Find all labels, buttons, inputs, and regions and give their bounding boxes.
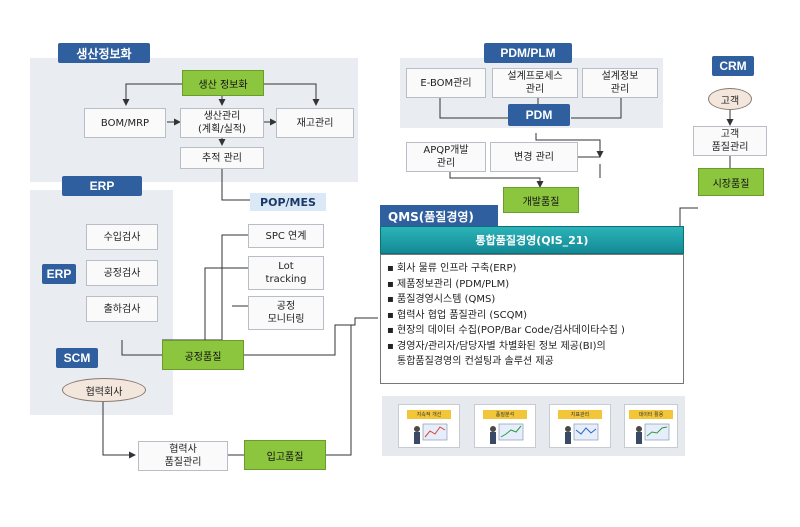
partner-quality-box: 협력사 품질관리 bbox=[138, 441, 228, 471]
trace-management-box: 추적 관리 bbox=[180, 147, 264, 169]
qms-card-data-usage: 데이터 활용 bbox=[624, 404, 678, 448]
qms-card-continuous-improvement: 지속적 개선 bbox=[398, 404, 460, 448]
inventory-management-box: 재고관리 bbox=[276, 108, 354, 138]
list-item: ▪경영자/관리자/담당자별 차별화된 정보 제공(BI)의 bbox=[387, 340, 606, 352]
incoming-inspection-box: 수입검사 bbox=[86, 224, 158, 250]
process-monitoring-box: 공정 모니터링 bbox=[248, 296, 324, 330]
erp-header: ERP bbox=[62, 176, 142, 196]
presenter-chart-icon bbox=[565, 423, 599, 444]
qms-list: ▪회사 물류 인프라 구축(ERP) ▪제품정보관리 (PDM/PLM) ▪품질… bbox=[381, 255, 683, 370]
shipping-inspection-box: 출하검사 bbox=[86, 296, 158, 322]
market-quality-box: 시장품질 bbox=[698, 168, 764, 196]
incoming-quality-box: 입고품질 bbox=[244, 440, 326, 470]
qms-header: QMS(품질경영) bbox=[380, 205, 498, 227]
process-quality-box: 공정품질 bbox=[162, 340, 244, 370]
qms-card-index-management: 지표관리 bbox=[549, 404, 611, 448]
customer-quality-box: 고객 품질관리 bbox=[693, 126, 767, 156]
change-management-box: 변경 관리 bbox=[490, 142, 578, 172]
list-item: ▪협력사 협업 품질관리 (SCQM) bbox=[387, 309, 527, 321]
design-info-box: 설계정보 관리 bbox=[582, 68, 658, 98]
production-center-box: 생산 정보화 bbox=[182, 70, 264, 96]
process-inspection-box: 공정검사 bbox=[86, 260, 158, 286]
presenter-chart-icon bbox=[636, 423, 670, 444]
list-item: ▪현장의 데이터 수집(POP/Bar Code/검사데이타수집 ) bbox=[387, 325, 625, 336]
production-management-box: 생산관리 (계획/실적) bbox=[180, 108, 264, 138]
pdm-plm-header: PDM/PLM bbox=[484, 43, 572, 63]
production-header: 생산정보화 bbox=[58, 43, 150, 63]
qis-title-bar: 통합품질경영(QIS_21) bbox=[380, 226, 684, 254]
dev-quality-box: 개발품질 bbox=[503, 187, 579, 213]
list-item: 통합품질경영의 컨설팅과 솔루션 제공 bbox=[397, 356, 554, 367]
list-item: ▪품질경영시스템 (QMS) bbox=[387, 294, 496, 305]
erp-side-label: ERP bbox=[42, 264, 76, 284]
pop-mes-header: POP/MES bbox=[250, 193, 326, 211]
presenter-chart-icon bbox=[414, 423, 448, 444]
apqp-box: APQP개발 관리 bbox=[406, 142, 486, 172]
qms-body: ▪회사 물류 인프라 구축(ERP) ▪제품정보관리 (PDM/PLM) ▪품질… bbox=[380, 254, 684, 384]
lot-tracking-box: Lot tracking bbox=[248, 256, 324, 290]
pdm-header: PDM bbox=[508, 104, 570, 126]
partner-company-ellipse: 협력회사 bbox=[62, 378, 146, 402]
customer-ellipse: 고객 bbox=[708, 88, 752, 110]
scm-label: SCM bbox=[56, 348, 98, 368]
presenter-chart-icon bbox=[490, 423, 524, 444]
bom-mrp-box: BOM/MRP bbox=[84, 108, 166, 138]
design-process-box: 설계프로세스 관리 bbox=[492, 68, 578, 98]
crm-header: CRM bbox=[712, 56, 754, 76]
qms-card-quality-analysis: 품질분석 bbox=[474, 404, 536, 448]
spc-box: SPC 연계 bbox=[248, 224, 324, 248]
list-item: ▪회사 물류 인프라 구축(ERP) bbox=[387, 263, 517, 274]
list-item: ▪제품정보관리 (PDM/PLM) bbox=[387, 278, 510, 290]
ebom-box: E-BOM관리 bbox=[406, 68, 486, 98]
